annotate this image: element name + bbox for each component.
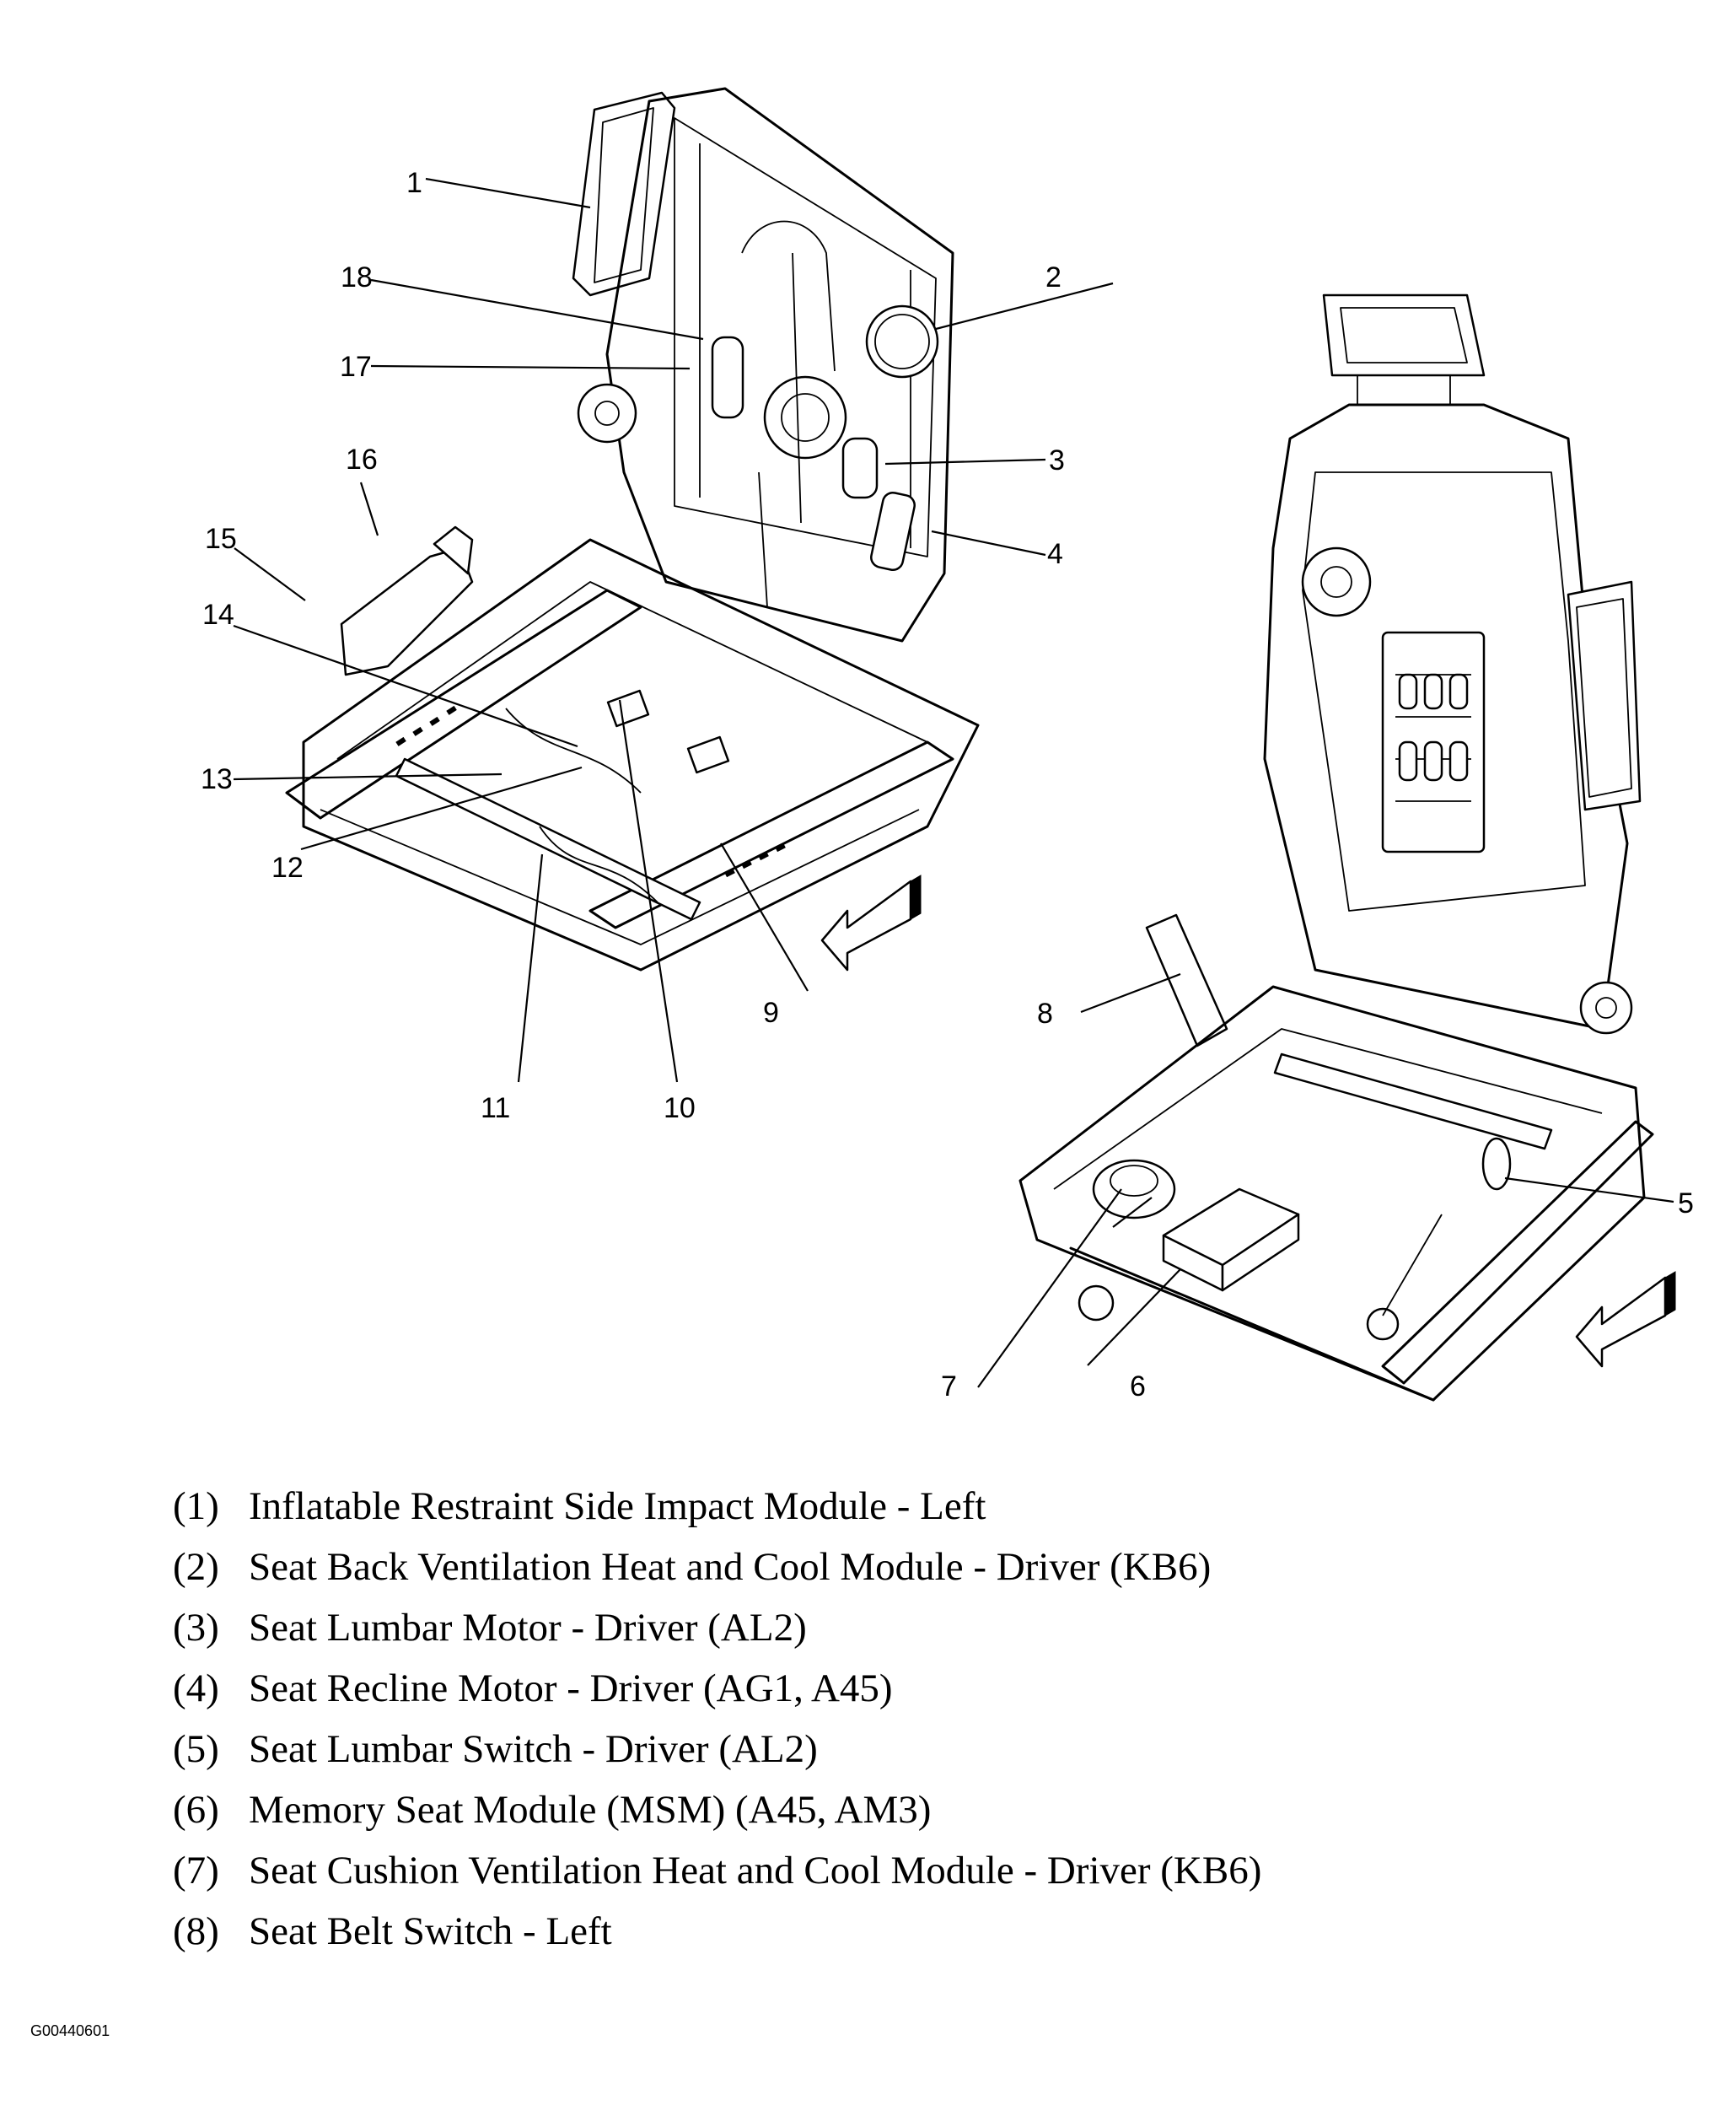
callout-14: 14 (202, 599, 234, 631)
callout-4: 4 (1047, 538, 1063, 570)
legend-item-number: (7) (173, 1849, 219, 1892)
left-motor-17-shape (711, 336, 744, 419)
legend-item-number: (4) (173, 1666, 219, 1710)
seat-component-locator-diagram: 1 2 3 4 5 6 7 8 9 10 11 12 13 14 15 16 1… (201, 87, 1694, 1402)
left-seat-rail-right (589, 740, 954, 929)
callout-5: 5 (1678, 1187, 1694, 1219)
left-seat-cushion-frame (302, 538, 980, 972)
left-seat-rail-left (285, 589, 642, 820)
legend-item: (1) Inflatable Restraint Side Impact Modu… (173, 1476, 1261, 1537)
legend-item-number: (3) (173, 1606, 219, 1650)
seat-cushion-ventilation-module-shape (1092, 1159, 1176, 1219)
callout-9: 9 (763, 997, 779, 1029)
lumbar-support-grid (1381, 631, 1486, 853)
figure-id: G00440601 (30, 2022, 110, 2039)
callout-17: 17 (340, 351, 372, 383)
right-seat-illustration (1018, 293, 1654, 1402)
legend-item-text: Memory Seat Module (MSM) (A45, AM3) (249, 1788, 932, 1832)
headrest-shape (1322, 293, 1486, 377)
lumbar-motor-shape (841, 437, 879, 499)
legend-item: (6) Memory Seat Module (MSM) (A45, AM3) (173, 1779, 1261, 1840)
callout-15: 15 (205, 523, 237, 555)
legend-item-number: (6) (173, 1788, 219, 1832)
seat-adjuster-switch-shape (340, 546, 474, 676)
legend-item-number: (5) (173, 1727, 219, 1771)
left-front-direction-arrow (820, 875, 922, 972)
side-impact-module-shape (572, 91, 676, 297)
legend-item-text: Seat Belt Switch - Left (249, 1909, 612, 1953)
callout-leaders (233, 177, 1674, 1388)
legend-item-number: (2) (173, 1545, 219, 1589)
callout-labels: 1 2 3 4 5 6 7 8 9 10 11 12 13 14 15 16 1… (201, 167, 1694, 1402)
recline-motor-shape (870, 492, 916, 571)
legend-item-text: Seat Recline Motor - Driver (AG1, A45) (249, 1666, 893, 1710)
callout-1: 1 (406, 167, 422, 199)
legend-item: (5) Seat Lumbar Switch - Driver (AL2) (173, 1719, 1261, 1779)
callout-16: 16 (346, 444, 378, 476)
legend-item: (4) Seat Recline Motor - Driver (AG1, A45… (173, 1658, 1261, 1719)
callout-11: 11 (481, 1092, 510, 1124)
callout-6: 6 (1130, 1370, 1146, 1402)
callout-8: 8 (1037, 998, 1053, 1030)
callout-12: 12 (271, 852, 304, 884)
seat-back-ventilation-module-shape (865, 304, 939, 379)
right-front-direction-arrow (1575, 1271, 1676, 1368)
left-seat-illustration (285, 87, 980, 972)
legend-item-text: Seat Back Ventilation Heat and Cool Modu… (249, 1545, 1212, 1589)
callout-18: 18 (341, 261, 373, 293)
legend-item: (8) Seat Belt Switch - Left (173, 1901, 1261, 1962)
component-legend: (1) Inflatable Restraint Side Impact Modu… (173, 1476, 1261, 1962)
legend-item: (7) Seat Cushion Ventilation Heat and Coo… (173, 1840, 1261, 1901)
legend-item: (3) Seat Lumbar Motor - Driver (AL2) (173, 1597, 1261, 1658)
callout-3: 3 (1049, 444, 1065, 476)
legend-item-text: Seat Lumbar Switch - Driver (AL2) (249, 1727, 818, 1771)
legend-item-number: (8) (173, 1909, 219, 1953)
right-side-airbag-shape (1567, 580, 1642, 811)
callout-10: 10 (664, 1092, 696, 1124)
callout-7: 7 (941, 1370, 957, 1402)
right-seatback-frame (1263, 403, 1629, 1031)
legend-item: (2) Seat Back Ventilation Heat and Cool M… (173, 1537, 1261, 1597)
legend-item-text: Seat Lumbar Motor - Driver (AL2) (249, 1606, 807, 1650)
callout-13: 13 (201, 763, 233, 795)
legend-item-number: (1) (173, 1484, 219, 1528)
callout-2: 2 (1045, 261, 1061, 293)
legend-item-text: Inflatable Restraint Side Impact Module … (249, 1484, 986, 1528)
lumbar-switch-shape (1481, 1137, 1512, 1191)
seat-belt-buckle-shape (1145, 913, 1228, 1047)
legend-item-text: Seat Cushion Ventilation Heat and Cool M… (249, 1849, 1262, 1892)
